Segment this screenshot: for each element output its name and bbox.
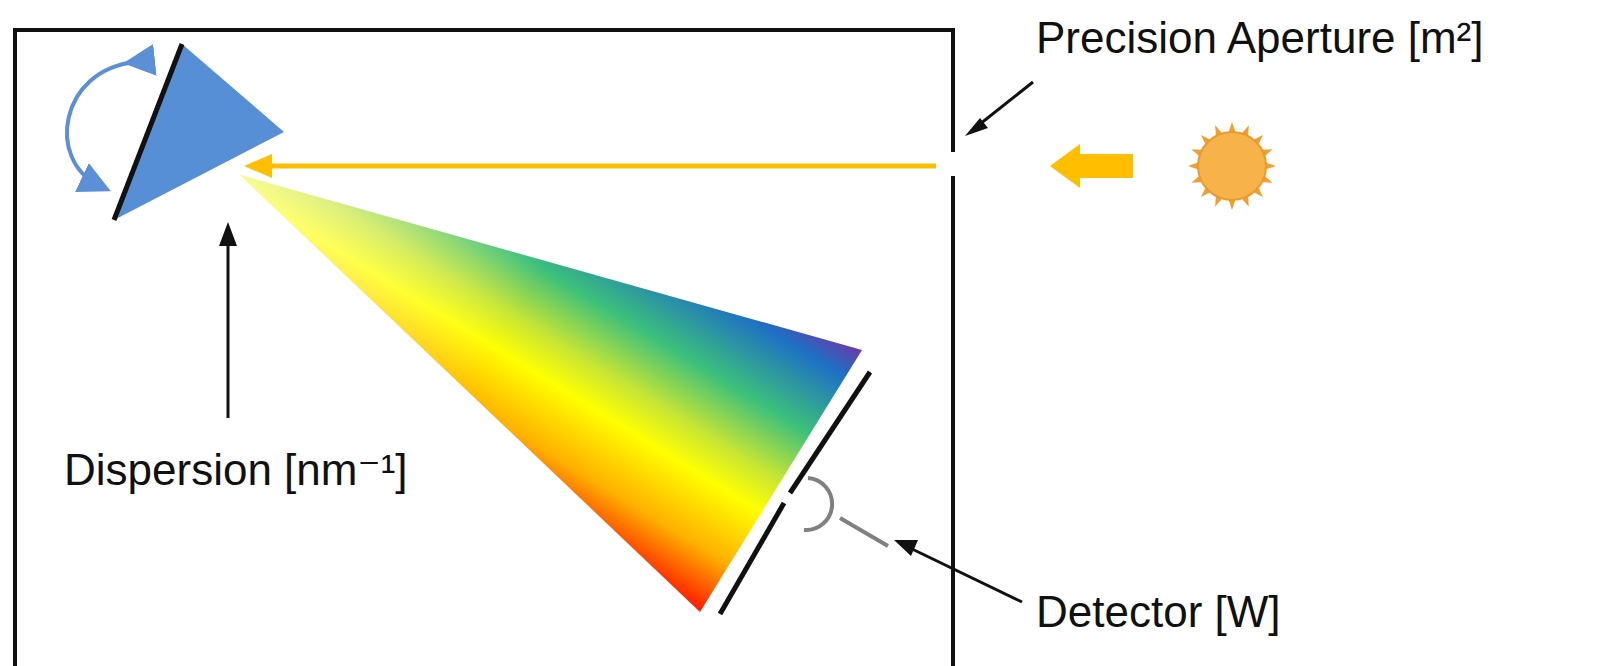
spectrum-fade [240,175,862,612]
callout-label: Detector [W] [1036,588,1281,636]
detector-plate [790,372,870,493]
detector-symbol [804,478,832,530]
sunlight-head [1050,144,1080,188]
callout-label: Dispersion [nm⁻¹] [64,446,408,494]
leader-line [975,82,1033,128]
detector-stem [840,518,888,546]
callout-label: Precision Aperture [m²] [1036,14,1484,62]
beam-head [244,154,272,178]
leader-head [219,222,237,246]
sun-icon [1188,122,1276,210]
spectrum-fan [240,175,862,612]
leader-head [894,540,918,556]
leader-line [227,240,230,418]
sun-disc [1198,132,1266,200]
rotation-arrow [67,62,135,186]
detector-plate [720,503,784,614]
leader-head [965,118,988,136]
housing [15,30,953,666]
leader-line [910,548,1022,602]
sunlight-arrow [1075,154,1133,178]
light-beam [262,164,936,169]
prism-mirror [114,44,182,220]
prism [114,44,284,220]
